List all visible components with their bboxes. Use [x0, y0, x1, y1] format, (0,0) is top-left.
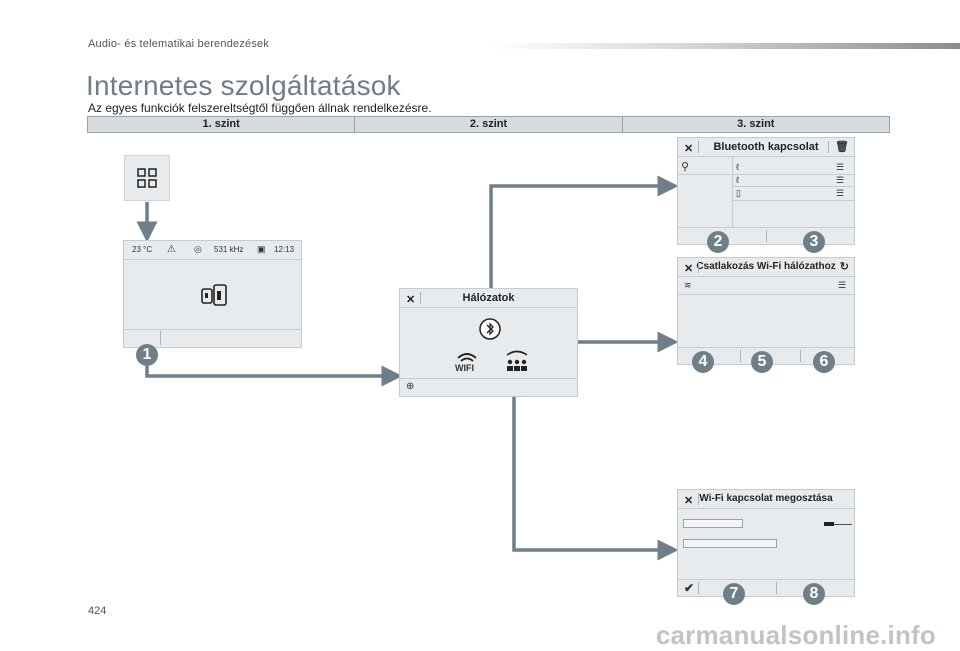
wifi-connect-screen: ✕ Csatlakozás Wi-Fi hálózathoz ↻ ≋ ☰ [677, 257, 855, 365]
page-title: Internetes szolgáltatások [86, 70, 401, 101]
profile-icon[interactable]: ☰ [836, 175, 845, 185]
close-icon[interactable]: ✕ [684, 495, 694, 507]
delete-icon[interactable]: 🗑 [835, 141, 849, 153]
wifi-connect-title: Csatlakozás Wi-Fi hálózathoz [696, 261, 836, 272]
connectivity-icon[interactable] [200, 283, 228, 309]
device-icon[interactable]: ℓ [736, 175, 739, 185]
refresh-icon[interactable]: ↻ [839, 261, 849, 273]
wifi-icon[interactable]: ≋ [684, 280, 692, 290]
share-toggle-knob[interactable] [824, 522, 834, 526]
level-3: 3. szint [737, 118, 775, 130]
close-icon[interactable]: ✕ [684, 143, 694, 155]
clock-readout: 12:13 [274, 245, 295, 254]
arrow-to-wifi-share [512, 370, 679, 561]
apps-grid-icon [137, 168, 157, 188]
home-screen: 23 °C ⚠ ◎ 531 kHz ▣ 12:13 [123, 240, 302, 348]
wifi-share-screen: ✕ Wi-Fi kapcsolat megosztása ✔ [677, 489, 855, 597]
callout-7: 7 [723, 583, 745, 605]
callout-3: 3 [803, 231, 825, 253]
bluetooth-title: Bluetooth kapcsolat [713, 141, 819, 153]
networks-title: Hálózatok [462, 292, 515, 304]
network-name-field[interactable] [683, 519, 743, 528]
wifi-icon[interactable] [455, 349, 479, 373]
page-number: 424 [88, 605, 107, 617]
hotspot-share-icon[interactable] [504, 349, 530, 375]
bluetooth-titlebar: ✕ Bluetooth kapcsolat 🗑 [678, 138, 854, 157]
close-icon[interactable]: ✕ [406, 294, 416, 306]
radio-frequency: 531 kHz [214, 245, 244, 254]
device-icon[interactable]: ℓ [736, 162, 739, 172]
callout-1: 1 [136, 344, 158, 366]
networks-screen: ✕ Hálózatok WIFI ⊕ [399, 288, 578, 397]
wifi-share-titlebar: ✕ Wi-Fi kapcsolat megosztása [678, 490, 854, 509]
arrow-to-bluetooth [489, 175, 679, 328]
search-icon[interactable]: ⚲ [681, 161, 690, 173]
close-icon[interactable]: ✕ [684, 263, 694, 275]
page-subtitle: Az egyes funkciók felszereltségtől függő… [88, 101, 432, 115]
callout-8: 8 [803, 583, 825, 605]
wifi-connect-titlebar: ✕ Csatlakozás Wi-Fi hálózathoz ↻ [678, 258, 854, 277]
temperature-readout: 23 °C [132, 245, 153, 254]
network-settings-icon[interactable]: ⊕ [406, 381, 415, 392]
callout-5: 5 [751, 351, 773, 373]
phone-icon[interactable]: ▯ [736, 188, 741, 198]
radio-icon[interactable]: ◎ [194, 244, 202, 254]
profile-icon[interactable]: ☰ [836, 162, 845, 172]
watermark: carmanualsonline.info [655, 620, 936, 650]
share-toggle-track[interactable] [824, 524, 852, 525]
profile-icon[interactable]: ☰ [836, 188, 845, 198]
wifi-label: WIFI [455, 363, 474, 373]
level-1: 1. szint [88, 117, 356, 132]
callout-2: 2 [707, 231, 729, 253]
callout-6: 6 [813, 351, 835, 373]
profile-icon[interactable]: ☰ [838, 280, 847, 290]
bluetooth-screen: ✕ Bluetooth kapcsolat 🗑 ⚲ ℓ ℓ ▯ ☰ ☰ ☰ [677, 137, 855, 245]
confirm-check-icon[interactable]: ✔ [684, 581, 695, 595]
networks-titlebar: ✕ Hálózatok [400, 289, 577, 308]
password-field[interactable] [683, 539, 777, 548]
header-gradient-bar [490, 43, 960, 49]
wifi-share-title: Wi-Fi kapcsolat megosztása [699, 493, 833, 504]
arrow-to-networks [145, 365, 403, 387]
levels-header: 1. szint 2. szint 3. szint [87, 116, 890, 133]
callout-4: 4 [692, 351, 714, 373]
bluetooth-icon[interactable] [478, 317, 502, 341]
phone-icon[interactable]: ▣ [257, 244, 266, 254]
apps-button[interactable] [124, 155, 170, 201]
section-header: Audio- és telematikai berendezések [88, 38, 270, 50]
warning-icon[interactable]: ⚠ [167, 244, 176, 255]
level-2: 2. szint [355, 117, 623, 132]
